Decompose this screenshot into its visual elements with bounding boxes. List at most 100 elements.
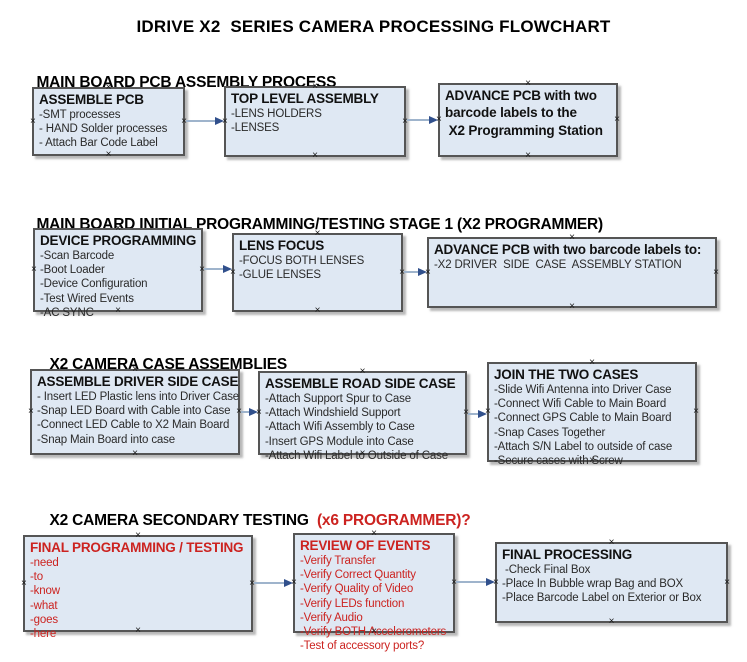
box-item: - Attach Bar Code Label	[39, 137, 158, 150]
page-title: IDRIVE X2 SERIES CAMERA PROCESSING FLOWC…	[136, 17, 611, 36]
connector-arrow	[204, 265, 232, 273]
box-items: - Insert LED Plastic lens into Driver Ca…	[37, 390, 240, 447]
box-item: -Device Configuration	[40, 278, 148, 291]
box-title: LENS FOCUS	[239, 238, 325, 253]
connection-handle-icon: ×	[693, 406, 699, 417]
connection-handle-icon: ×	[463, 407, 469, 418]
box-item: -Attach Wifi Label to Outside of Case	[265, 449, 449, 462]
connection-handle-icon: ×	[713, 266, 719, 278]
box-title: TOP LEVEL ASSEMBLY	[231, 91, 379, 106]
connection-handle-icon: ×	[291, 577, 297, 588]
flow-box-lens-focus: LENS FOCUS -FOCUS BOTH LENSES -GLUE LENSE…	[230, 228, 405, 316]
box-title: FINAL PROGRAMMING / TESTING	[30, 540, 244, 555]
box-items: -FOCUS BOTH LENSES -GLUE LENSES	[239, 254, 398, 282]
box-item: -need	[30, 557, 59, 569]
flow-box-advance-pcb-programming-station: ADVANCE PCB with two barcode labels to t…	[436, 79, 620, 161]
connection-handle-icon: ×	[589, 357, 595, 368]
connection-handle-icon: ×	[608, 537, 615, 548]
box-item: -Connect GPS Cable to Main Board	[494, 412, 672, 425]
flow-box-assemble-driver-side-case: ASSEMBLE DRIVER SIDE CASE - Insert LED P…	[28, 364, 242, 459]
connection-handle-icon: ×	[132, 448, 138, 459]
section-header-case-assemblies: X2 CAMERA CASE ASSEMBLIES	[33, 338, 287, 392]
connection-handle-icon: ×	[425, 266, 431, 278]
connection-handle-icon: ×	[132, 364, 138, 375]
box-items: -LENS HOLDERS-LENSES	[231, 107, 401, 135]
box-item: -Attach S/N Label to outside of case	[494, 440, 673, 453]
box-item: -Snap Cases Together	[494, 426, 606, 439]
box-title: DEVICE PROGRAMMING	[40, 233, 197, 248]
box-item: -Secure cases with Screw	[494, 455, 623, 468]
box-item: -what	[30, 599, 58, 612]
flow-box-assemble-road-side-case: ASSEMBLE ROAD SIDE CASE -Attach Support …	[256, 367, 469, 462]
box-title: ASSEMBLE PCB	[39, 92, 144, 107]
connection-handle-icon: ×	[493, 576, 499, 588]
connection-handle-icon: ×	[399, 266, 405, 278]
section-header-text: X2 CAMERA CASE ASSEMBLIES	[49, 356, 288, 373]
box-item: - Insert LED Plastic lens into Driver Ca…	[37, 391, 240, 403]
connection-handle-icon: ×	[569, 232, 575, 243]
box-item: -AC SYNC	[40, 306, 94, 319]
connection-handle-icon: ×	[371, 626, 377, 637]
connection-handle-icon: ×	[314, 305, 321, 316]
connector-arrow	[254, 579, 293, 587]
box-title: ASSEMBLE DRIVER SIDE CASE	[37, 374, 239, 389]
connection-handle-icon: ×	[115, 223, 121, 234]
connection-handle-icon: ×	[312, 81, 318, 92]
connection-handle-icon: ×	[21, 577, 27, 589]
box-item: -Test of accessory ports?	[300, 640, 425, 653]
box-title: FINAL PROCESSING	[502, 547, 633, 562]
connection-handle-icon: ×	[181, 115, 187, 127]
connection-handle-icon: ×	[724, 576, 730, 588]
box-item: -Test Wired Events	[40, 292, 134, 305]
box-items: -X2 DRIVER SIDE CASE ASSEMBLY STATION	[434, 258, 712, 272]
connection-handle-icon: ×	[105, 149, 112, 160]
box-items: -Attach Support Spur to Case -Attach Wind…	[265, 392, 462, 463]
box-item: barcode labels to the	[445, 105, 577, 120]
box-item: -here	[30, 628, 57, 641]
section-header-red-text: (x6 PROGRAMMER)?	[316, 512, 471, 529]
connector-arrow	[186, 117, 224, 125]
box-item: -to	[30, 571, 43, 584]
connection-handle-icon: ×	[608, 616, 615, 627]
connection-handle-icon: ×	[30, 115, 36, 127]
connector-arrow	[456, 578, 495, 586]
connection-handle-icon: ×	[199, 264, 205, 275]
connection-handle-icon: ×	[256, 407, 262, 418]
box-items: -Verify Transfer-Verify Correct Quantity…	[300, 554, 450, 653]
flow-box-top-level-assembly: TOP LEVEL ASSEMBLY -LENS HOLDERS-LENSES …	[222, 81, 408, 161]
section-header-text: X2 CAMERA SECONDARY TESTING	[49, 512, 317, 529]
box-item: -Attach Windshield Support	[265, 407, 401, 420]
box-title: ADVANCE PCB with two barcode labels to:	[434, 242, 702, 257]
box-title: JOIN THE TWO CASES	[494, 367, 639, 382]
box-item: -Connect LED Cable to X2 Main Board	[37, 419, 230, 432]
box-item: - HAND Solder processes	[39, 123, 168, 136]
connection-handle-icon: ×	[589, 455, 595, 466]
connection-handle-icon: ×	[236, 406, 242, 417]
connection-handle-icon: ×	[569, 301, 575, 312]
connection-handle-icon: ×	[314, 228, 321, 239]
connection-handle-icon: ×	[436, 114, 442, 125]
connection-handle-icon: ×	[312, 150, 318, 161]
box-title: ADVANCE PCB with two	[445, 88, 597, 103]
connection-handle-icon: ×	[371, 528, 377, 539]
connection-handle-icon: ×	[28, 406, 34, 417]
connection-handle-icon: ×	[402, 115, 408, 127]
connection-handle-icon: ×	[105, 82, 112, 93]
connection-handle-icon: ×	[31, 264, 37, 275]
box-items: -SMT processes- HAND Solder processes- A…	[39, 108, 180, 151]
connection-handle-icon: ×	[359, 448, 366, 459]
box-items: -Slide Wifi Antenna into Driver Case-Con…	[494, 383, 692, 468]
box-item: -Boot Loader	[40, 264, 105, 277]
flow-box-advance-pcb-driver-station: ADVANCE PCB with two barcode labels to: …	[425, 232, 719, 312]
box-item: -GLUE LENSES	[239, 269, 321, 282]
flow-box-assemble-pcb: ASSEMBLE PCB -SMT processes- HAND Solder…	[30, 82, 187, 160]
box-item: -FOCUS BOTH LENSES	[239, 255, 365, 267]
flow-box-device-programming: DEVICE PROGRAMMING -Scan Barcode-Boot Lo…	[31, 223, 205, 319]
box-item: -Place Barcode Label on Exterior or Box	[502, 592, 702, 605]
connection-handle-icon: ×	[135, 625, 141, 636]
connection-handle-icon: ×	[525, 150, 531, 161]
box-item: -Attach Support Spur to Case	[265, 393, 412, 405]
connection-handle-icon: ×	[135, 530, 141, 541]
connection-handle-icon: ×	[614, 114, 620, 125]
